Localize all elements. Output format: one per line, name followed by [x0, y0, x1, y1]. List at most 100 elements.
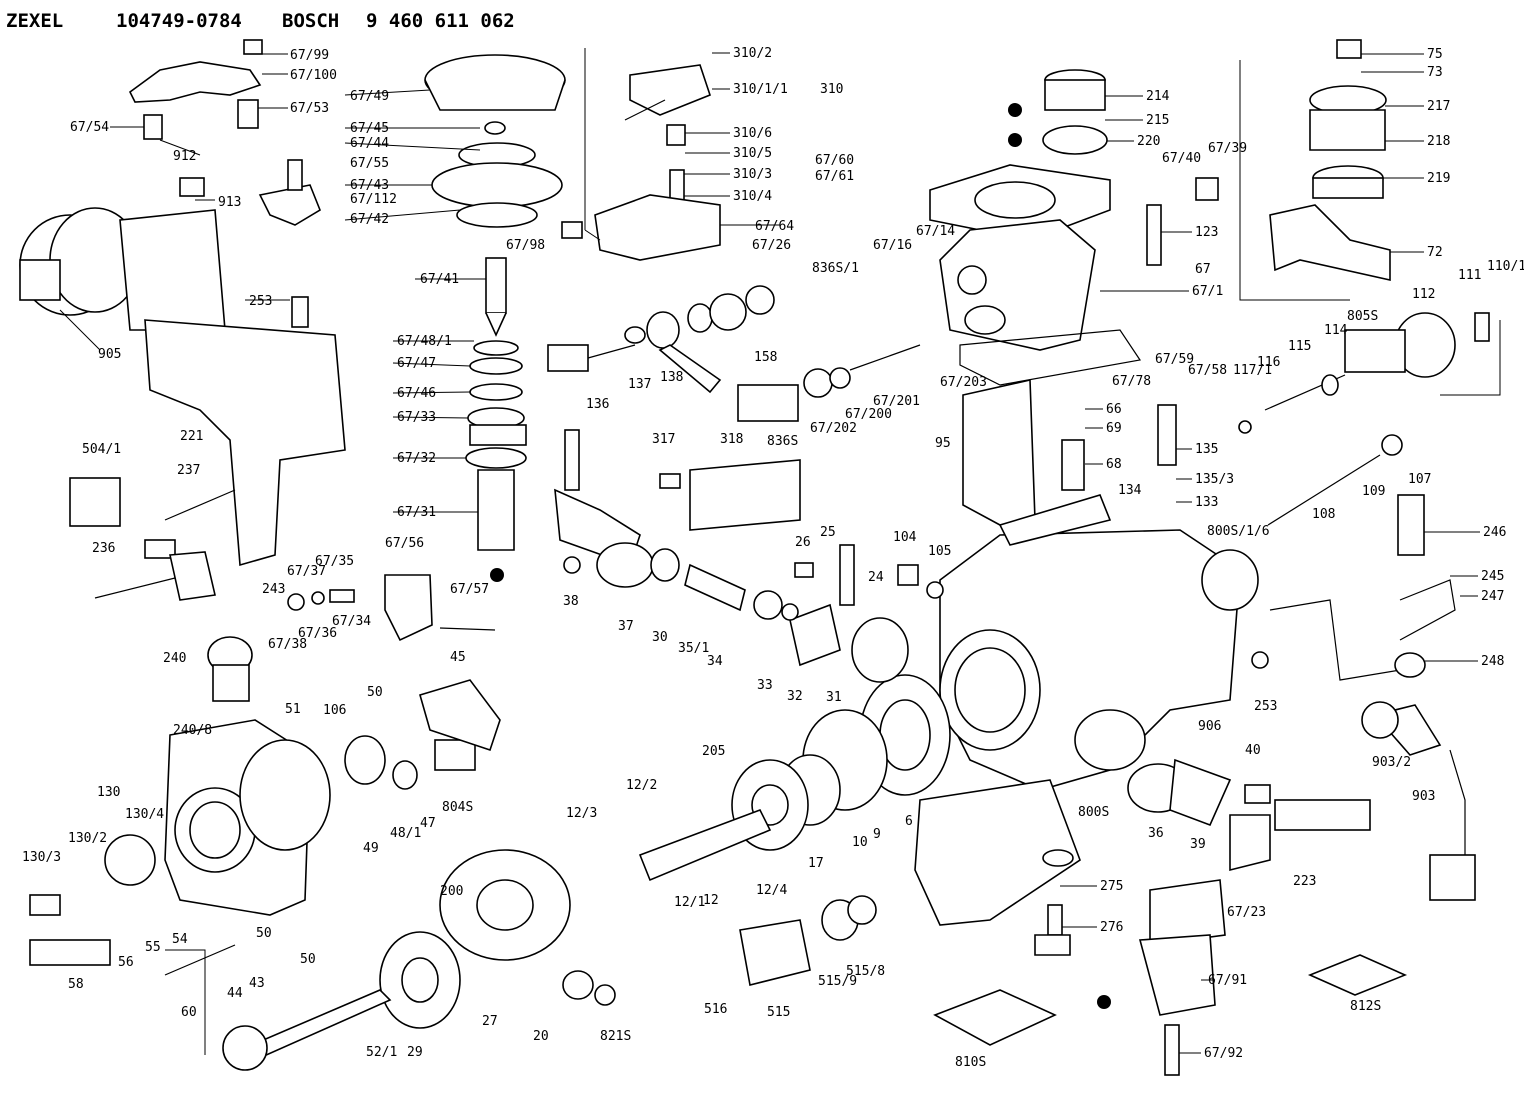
part-callout-label: 72 — [1427, 245, 1443, 260]
part-callout-label: 104 — [893, 530, 917, 545]
part-callout-label: 912 — [173, 149, 196, 164]
part-callout-label: 45 — [450, 650, 466, 665]
part-callout-label: 27 — [482, 1014, 498, 1029]
part-callout-label: 516 — [704, 1002, 727, 1017]
part-callout-label: 67/31 — [397, 505, 436, 520]
part-callout-label: 75 — [1427, 47, 1443, 62]
part-callout-label: 67/201 — [873, 394, 920, 409]
diaphragm-assembly-part — [258, 54, 566, 582]
part-callout-label: 67/59 — [1155, 352, 1194, 367]
leader-lines — [59, 48, 1501, 1055]
part-callout-label: 310/3 — [733, 167, 772, 182]
part-callout-label: 800S/1/6 — [1207, 524, 1270, 539]
part-callout-label: 221 — [180, 429, 203, 444]
part-callout-label: 56 — [118, 955, 134, 970]
sensor-connector-part — [933, 701, 1476, 1076]
part-callout-label: 67/61 — [815, 169, 854, 184]
part-callout-label: 67/92 — [1204, 1046, 1243, 1061]
part-callout-label: 67/48/1 — [397, 334, 452, 349]
part-callout-label: 9 — [873, 827, 881, 842]
part-callout-label: 116 — [1257, 355, 1280, 370]
part-callout-label: 310/6 — [733, 126, 772, 141]
part-callout-label: 135/3 — [1195, 472, 1234, 487]
part-callout-label: 67/100 — [290, 68, 337, 83]
part-callout-label: 108 — [1312, 507, 1335, 522]
part-callout-label: 67/54 — [70, 120, 109, 135]
part-callout-label: 310/1/1 — [733, 82, 788, 97]
part-callout-label: 218 — [1427, 134, 1450, 149]
part-callout-label: 906 — [1198, 719, 1221, 734]
part-callout-label: 6 — [905, 814, 913, 829]
advance-lever-part — [1157, 312, 1490, 681]
part-callout-label: 200 — [440, 884, 463, 899]
part-callout-label: 67/39 — [1208, 141, 1247, 156]
part-callout-label: 105 — [928, 544, 951, 559]
part-callout-label: 217 — [1427, 99, 1450, 114]
part-callout-label: 111 — [1458, 268, 1481, 283]
part-callout-label: 67/43 — [350, 178, 389, 193]
part-callout-label: 30 — [652, 630, 668, 645]
part-callout-label: 67 — [1195, 262, 1211, 277]
part-callout-label: 515 — [767, 1005, 790, 1020]
part-callout-label: 24 — [868, 570, 884, 585]
part-callout-label: 12/2 — [626, 778, 657, 793]
part-callout-label: 67/112 — [350, 192, 397, 207]
part-callout-label: 33 — [757, 678, 773, 693]
part-callout-label: 50 — [300, 952, 316, 967]
part-callout-label: 67/35 — [315, 554, 354, 569]
part-callout-label: 67/47 — [397, 356, 436, 371]
part-callout-label: 67/53 — [290, 101, 329, 116]
drive-shaft-part — [222, 429, 951, 1071]
part-callout-label: 243 — [262, 582, 285, 597]
part-callout-label: 31 — [826, 690, 842, 705]
part-callout-label: 67/42 — [350, 212, 389, 227]
part-callout-label: 310/4 — [733, 189, 772, 204]
part-callout-label: 805S — [1347, 309, 1378, 324]
parts-drawing — [19, 39, 1501, 1076]
part-callout-label: 317 — [652, 432, 675, 447]
part-callout-label: 67/32 — [397, 451, 436, 466]
part-callout-label: 114 — [1324, 323, 1348, 338]
oem-label: BOSCH — [282, 10, 339, 32]
boost-compensator-part — [19, 39, 346, 601]
part-callout-label: 35/1 — [678, 641, 709, 656]
part-callout-label: 38 — [563, 594, 579, 609]
part-callout-label: 109 — [1362, 484, 1385, 499]
part-callout-label: 12 — [703, 893, 719, 908]
part-callout-label: 66 — [1106, 402, 1122, 417]
part-callout-label: 821S — [600, 1029, 631, 1044]
part-callout-label: 67/57 — [450, 582, 489, 597]
part-callout-label: 67/91 — [1208, 973, 1247, 988]
part-callout-label: 67/33 — [397, 410, 436, 425]
part-callout-label: 123 — [1195, 225, 1218, 240]
part-callout-label: 903 — [1412, 789, 1435, 804]
part-callout-label: 112 — [1412, 287, 1435, 302]
part-callout-label: 205 — [702, 744, 725, 759]
part-callout-label: 73 — [1427, 65, 1443, 80]
part-callout-label: 130/3 — [22, 850, 61, 865]
part-callout-label: 32 — [787, 689, 803, 704]
callout-labels: 67/9967/10067/5367/5491291390525367/4967… — [22, 46, 1524, 1070]
part-callout-label: 247 — [1481, 589, 1504, 604]
part-callout-label: 137 — [628, 377, 651, 392]
part-callout-label: 310 — [820, 82, 843, 97]
part-callout-label: 246 — [1483, 525, 1506, 540]
part-callout-label: 67/23 — [1227, 905, 1266, 920]
part-callout-label: 67/99 — [290, 48, 329, 63]
part-callout-label: 812S — [1350, 999, 1381, 1014]
part-callout-label: 67/1 — [1192, 284, 1223, 299]
part-callout-label: 12/3 — [566, 806, 597, 821]
part-callout-label: 836S — [767, 434, 798, 449]
part-callout-label: 55 — [145, 940, 161, 955]
part-callout-label: 36 — [1148, 826, 1164, 841]
part-callout-label: 67/38 — [268, 637, 307, 652]
part-callout-label: 913 — [218, 195, 241, 210]
part-callout-label: 17 — [808, 856, 824, 871]
part-callout-label: 60 — [181, 1005, 197, 1020]
part-callout-label: 515/9 — [818, 974, 857, 989]
governor-cover-part — [929, 39, 1391, 386]
bosch-part-number: 9 460 611 062 — [366, 10, 515, 32]
part-callout-label: 236 — [92, 541, 115, 556]
part-callout-label: 237 — [177, 463, 200, 478]
part-callout-label: 40 — [1245, 743, 1261, 758]
